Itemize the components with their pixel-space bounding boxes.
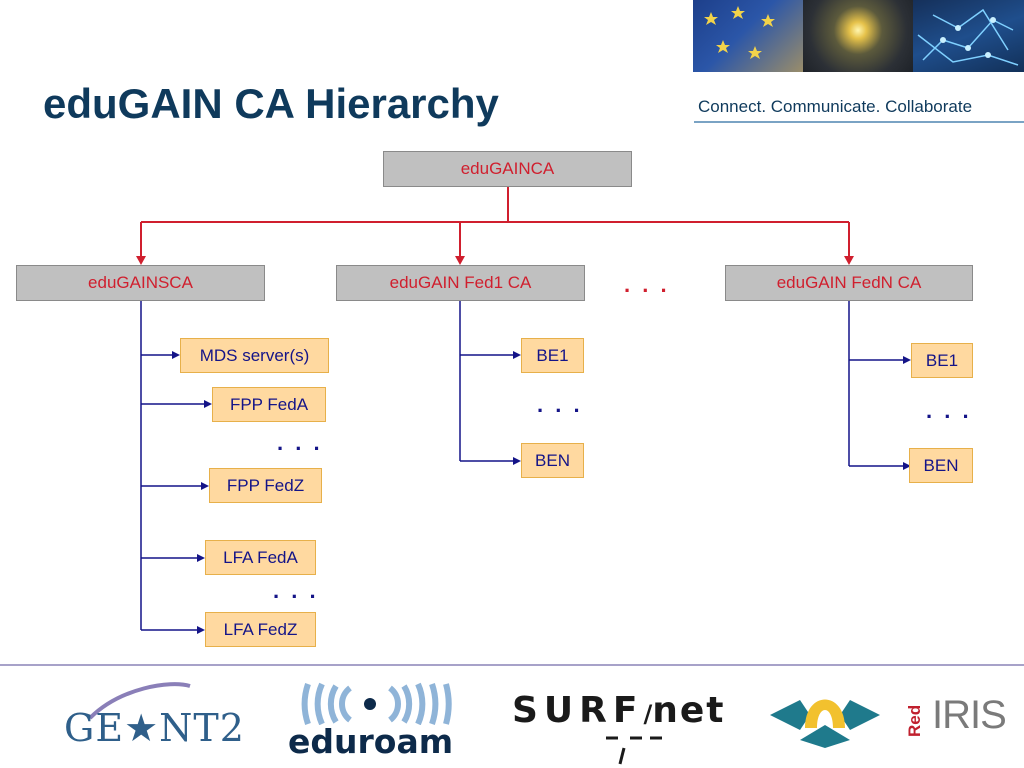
- fed1-ca-box: eduGAIN Fed1 CA: [336, 265, 585, 301]
- network-map-image: [913, 0, 1024, 72]
- sca-fpp-ellipsis: . . .: [277, 430, 323, 455]
- leaf-lfa-feda: LFA FedA: [205, 540, 316, 575]
- eduroam-logo: [280, 680, 470, 760]
- sca-lfa-ellipsis: . . .: [273, 578, 319, 603]
- surfnet-wordmark: SURF/net: [512, 690, 726, 731]
- fed1-ca-label: eduGAIN Fed1 CA: [389, 273, 532, 292]
- root-connector: [140, 187, 850, 263]
- leaf-label: BEN: [923, 456, 959, 475]
- leaf-fed1-ben: BEN: [521, 443, 584, 478]
- geant2-logo: [60, 678, 250, 758]
- eduroam-signal-icon: [301, 682, 452, 725]
- leaf-label: MDS server(s): [199, 346, 310, 365]
- eduroam-wordmark: eduroam: [288, 722, 453, 761]
- header-banner: [693, 0, 1024, 72]
- surfnet-net: net: [652, 690, 726, 731]
- leaf-lfa-fedz: LFA FedZ: [205, 612, 316, 647]
- leaf-label: FPP FedZ: [226, 476, 305, 495]
- fed1-connector: [459, 301, 517, 462]
- eduroam-edu: edu: [288, 722, 358, 761]
- fedn-ellipsis: . . .: [926, 398, 972, 423]
- tagline-text: Connect. Communicate. Collaborate: [698, 97, 973, 116]
- rediris-red-text: Red: [905, 704, 924, 737]
- leaf-label: BE1: [536, 346, 569, 365]
- fed1-ellipsis: . . .: [537, 392, 583, 417]
- leaf-label: FPP FedA: [229, 395, 309, 414]
- eu-flag-image: [693, 0, 803, 72]
- leaf-fpp-feda: FPP FedA: [212, 387, 326, 422]
- leaf-fedn-ben: BEN: [909, 448, 973, 483]
- leaf-label: BEN: [535, 451, 570, 470]
- rediris-wordmark: IRIS: [932, 693, 1007, 737]
- geant-swoosh-icon: [88, 682, 191, 720]
- eduroam-roam: roam: [357, 722, 454, 761]
- leaf-fedn-be1: BE1: [911, 343, 973, 378]
- network-lines-icon: [917, 8, 1019, 66]
- leaf-arrowheads: [172, 351, 911, 634]
- rediris-mark-icon: [770, 699, 880, 748]
- fedn-ca-label: eduGAIN FedN CA: [776, 273, 922, 292]
- root-arrowheads: [136, 256, 854, 265]
- sca-connector: [140, 301, 208, 631]
- surfnet-slash: /: [643, 700, 653, 728]
- page-title: eduGAIN CA Hierarchy: [43, 80, 499, 127]
- leaf-label: BE1: [925, 351, 959, 370]
- sca-box: eduGAINSCA: [16, 265, 265, 301]
- geant2-wordmark: GE★NT2: [64, 706, 245, 750]
- sca-label: eduGAINSCA: [88, 273, 193, 292]
- root-ca-label: eduGAINCA: [460, 159, 555, 178]
- leaf-fpp-fedz: FPP FedZ: [209, 468, 322, 503]
- leaf-mds-server: MDS server(s): [180, 338, 329, 373]
- light-burst-image: [803, 0, 913, 72]
- fedn-ca-box: eduGAIN FedN CA: [725, 265, 973, 301]
- eu-stars-icon: [704, 6, 775, 59]
- rediris-red-label: Red: [905, 697, 931, 737]
- surfnet-surf: SURF: [512, 690, 644, 731]
- ca-ellipsis: . . .: [624, 272, 670, 297]
- tagline: Connect. Communicate. Collaborate: [694, 97, 1024, 123]
- leaf-fed1-be1: BE1: [521, 338, 584, 373]
- leaf-label: LFA FedZ: [223, 620, 298, 639]
- fedn-connector: [848, 301, 907, 467]
- root-ca-box: eduGAINCA: [383, 151, 632, 187]
- leaf-label: LFA FedA: [223, 548, 298, 567]
- footer-divider: [0, 664, 1024, 666]
- surfnet-dashes-icon: [606, 736, 662, 765]
